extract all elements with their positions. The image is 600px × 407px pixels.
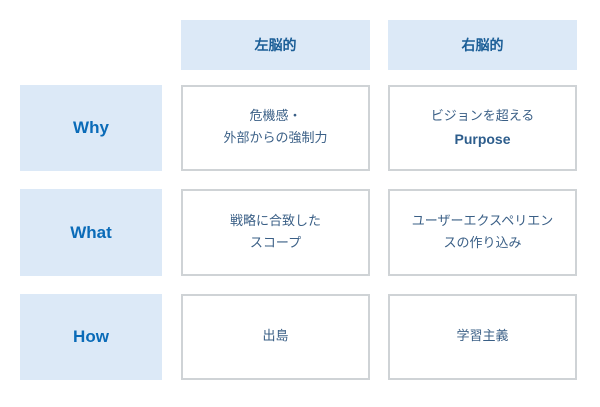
row-label-why: Why [20, 85, 162, 171]
column-header-left-brain: 左脳的 [181, 20, 370, 70]
cell-line: ビジョンを超える [430, 109, 535, 124]
cell-line: Purpose [454, 131, 511, 147]
row-label-how: How [20, 294, 162, 380]
column-header-label: 左脳的 [254, 38, 297, 54]
cell-why-right: ビジョンを超える Purpose [388, 85, 577, 171]
cell-line: スコープ [249, 235, 302, 251]
cell-line: 戦略に合致した [229, 213, 321, 229]
row-label-what: What [20, 189, 162, 276]
cell-what-left: 戦略に合致した スコープ [181, 189, 370, 276]
cell-line: 外部からの強制力 [223, 131, 328, 146]
cell-line: ユーザーエクスペリエン [411, 213, 554, 229]
row-label-text: Why [73, 118, 109, 137]
column-header-right-brain: 右脳的 [388, 20, 577, 70]
cell-line: 危機感・ [249, 109, 302, 124]
cell-how-right: 学習主義 [388, 294, 577, 380]
cell-line: 出島 [262, 329, 289, 344]
cell-what-right: ユーザーエクスペリエン スの作り込み [388, 189, 577, 276]
row-label-text: What [70, 222, 112, 242]
cell-line: 学習主義 [456, 329, 509, 344]
cell-line: スの作り込み [443, 235, 522, 251]
cell-how-left: 出島 [181, 294, 370, 380]
row-label-text: How [73, 327, 109, 346]
column-header-label: 右脳的 [461, 38, 504, 54]
cell-why-left: 危機感・ 外部からの強制力 [181, 85, 370, 171]
